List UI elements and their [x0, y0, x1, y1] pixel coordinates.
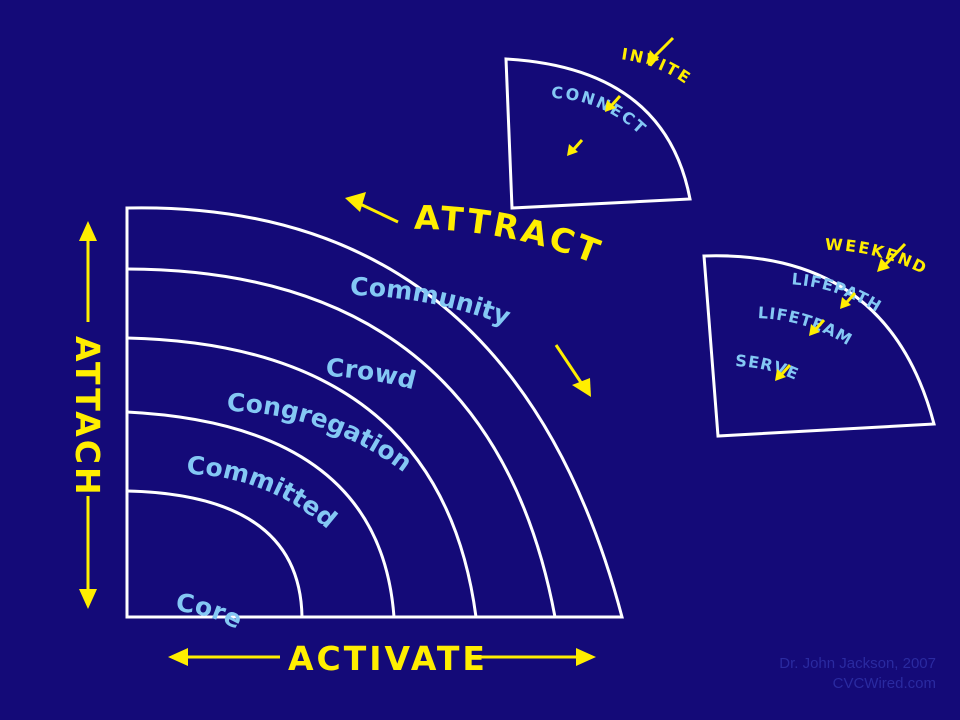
ring-community-boundary — [126, 267, 557, 618]
ring-label-core: Core — [175, 588, 248, 635]
ring-committed-boundary — [126, 489, 304, 618]
ring-congregation-boundary — [126, 410, 396, 618]
activate-arrow-left-icon — [168, 648, 188, 666]
weekend-label: WEEKEND — [825, 235, 931, 279]
lifepath-label: LIFEPATH — [791, 269, 885, 316]
attract-arrow-left-icon — [345, 192, 366, 212]
credit-author: Dr. John Jackson, 2007 — [779, 655, 936, 672]
ring-label-committed: Committed — [186, 451, 342, 534]
attract-arrow-left-shaft — [357, 201, 399, 224]
serve-label: SERVE — [735, 351, 802, 384]
connect-arrow-1-icon — [605, 100, 616, 112]
invite-arrow-shaft — [652, 36, 675, 59]
connect-arrow-1-shaft — [610, 95, 622, 106]
invite-label: INVITE — [620, 44, 695, 88]
lifeteam-label: LIFETEAM — [757, 303, 856, 349]
invite-quadrant: INVITE CONNECT — [504, 36, 695, 210]
activate-arrow-right-icon — [576, 648, 596, 666]
weekend-quadrant-outline — [702, 254, 936, 438]
attach-arrow-down-icon — [79, 589, 97, 609]
attract-arrow-right-icon — [572, 378, 591, 397]
attract-arrow-right-shaft — [554, 344, 584, 385]
attach-arrow-up-icon — [79, 221, 97, 241]
lifepath-arrow-shaft — [845, 292, 857, 303]
serve-arrow-icon — [775, 369, 786, 381]
ring-label-community: Community — [350, 272, 515, 331]
weekend-quadrant: WEEKEND LIFEPATH LIFETEAM SERVE — [702, 235, 936, 438]
invite-arrow-icon — [646, 50, 659, 64]
quadrant-outline — [125, 206, 624, 619]
credit: Dr. John Jackson, 2007 CVCWired.com — [660, 654, 936, 694]
credit-site: CVCWired.com — [832, 675, 936, 692]
lifepath-arrow-icon — [840, 297, 851, 309]
main-quadrant: Core Committed Congregation Crowd Commun… — [68, 192, 624, 678]
lifeteam-arrow-shaft — [814, 319, 826, 330]
connect-arrow-2-icon — [567, 144, 578, 156]
connect-label: CONNECT — [551, 83, 651, 139]
weekend-arrow-icon — [877, 258, 890, 272]
activate-label: ACTIVATE — [288, 639, 488, 678]
ring-crowd-boundary — [126, 336, 478, 618]
attach-label: ATTACH — [68, 336, 107, 498]
connect-arrow-2-shaft — [572, 139, 584, 150]
serve-arrow-shaft — [780, 364, 792, 375]
lifeteam-arrow-icon — [809, 324, 820, 336]
weekend-arrow-shaft — [883, 242, 907, 267]
invite-quadrant-outline — [504, 57, 692, 210]
